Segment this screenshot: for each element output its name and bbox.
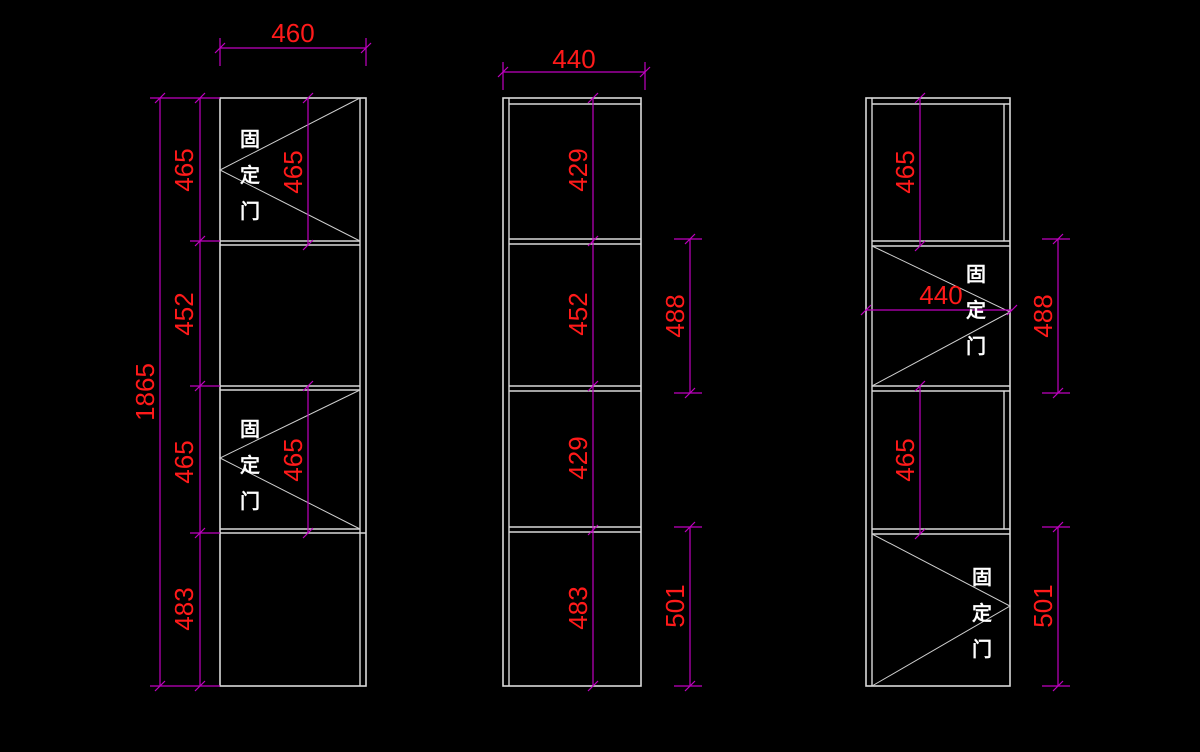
cabinet-a-door-2-swing xyxy=(218,389,361,530)
cabinet-a-seg-3-label: 465 xyxy=(169,440,199,483)
cabinet-a-door-1-char-2: 定 xyxy=(240,163,260,187)
cabinet-a-width-label: 460 xyxy=(271,18,314,48)
cabinet-b-width-label: 440 xyxy=(552,44,595,74)
cabinet-c-inner-1-label: 465 xyxy=(890,150,920,193)
cabinet-a-inner-1-label: 465 xyxy=(278,150,308,193)
cabinet-b-right-1-label: 488 xyxy=(660,294,690,337)
cabinet-a-seg-1-label: 465 xyxy=(169,148,199,191)
cabinet-c-door-2-char-2: 定 xyxy=(972,601,992,625)
cabinet-c-right-1-label: 488 xyxy=(1028,294,1058,337)
cabinet-c: 465 465 440 488 501 固 定 门 固 定 门 xyxy=(860,92,1070,692)
cabinet-a-total-height-label: 1865 xyxy=(130,363,160,421)
cabinet-a-frame xyxy=(219,97,367,687)
cabinet-b-inner-4-label: 483 xyxy=(563,586,593,629)
cabinet-c-door-1-swing xyxy=(871,245,1012,387)
cabinet-c-cross-width-label: 440 xyxy=(919,280,962,310)
cabinet-a-door-2-char-2: 定 xyxy=(240,453,260,477)
cabinet-b-inner-1-label: 429 xyxy=(563,148,593,191)
cabinet-c-door-2-char-1: 固 xyxy=(972,565,992,589)
cabinet-c-inner-2-label: 465 xyxy=(890,438,920,481)
cabinet-c-door-1-char-2: 定 xyxy=(966,298,986,322)
cabinet-c-door-2-swing xyxy=(871,533,1012,687)
cabinet-b-frame xyxy=(502,97,642,687)
cabinet-a: 460 1865 465 452 465 483 465 465 固 定 xyxy=(130,18,372,692)
cabinet-c-right-2-label: 501 xyxy=(1028,584,1058,627)
cabinet-c-door-2-char-3: 门 xyxy=(972,637,992,661)
cabinet-a-door-1-char-1: 固 xyxy=(240,127,260,151)
cabinet-a-door-1-char-3: 门 xyxy=(240,199,260,223)
cabinet-a-seg-4-label: 483 xyxy=(169,587,199,630)
cabinet-a-seg-2-label: 452 xyxy=(169,292,199,335)
cabinet-a-inner-2-label: 465 xyxy=(278,438,308,481)
cabinet-c-door-1-char-1: 固 xyxy=(966,262,986,286)
cabinet-a-door-2-char-1: 固 xyxy=(240,417,260,441)
cabinet-c-frame xyxy=(865,97,1011,687)
cabinet-b-inner-2-label: 452 xyxy=(563,292,593,335)
cabinet-c-door-1-char-3: 门 xyxy=(966,334,986,358)
cabinet-b: 440 429 452 429 483 488 501 xyxy=(497,44,702,692)
cabinet-b-right-2-label: 501 xyxy=(660,584,690,627)
cabinet-a-door-1-swing xyxy=(218,97,361,242)
cabinet-b-inner-3-label: 429 xyxy=(563,436,593,479)
cabinet-a-door-2-char-3: 门 xyxy=(240,489,260,513)
